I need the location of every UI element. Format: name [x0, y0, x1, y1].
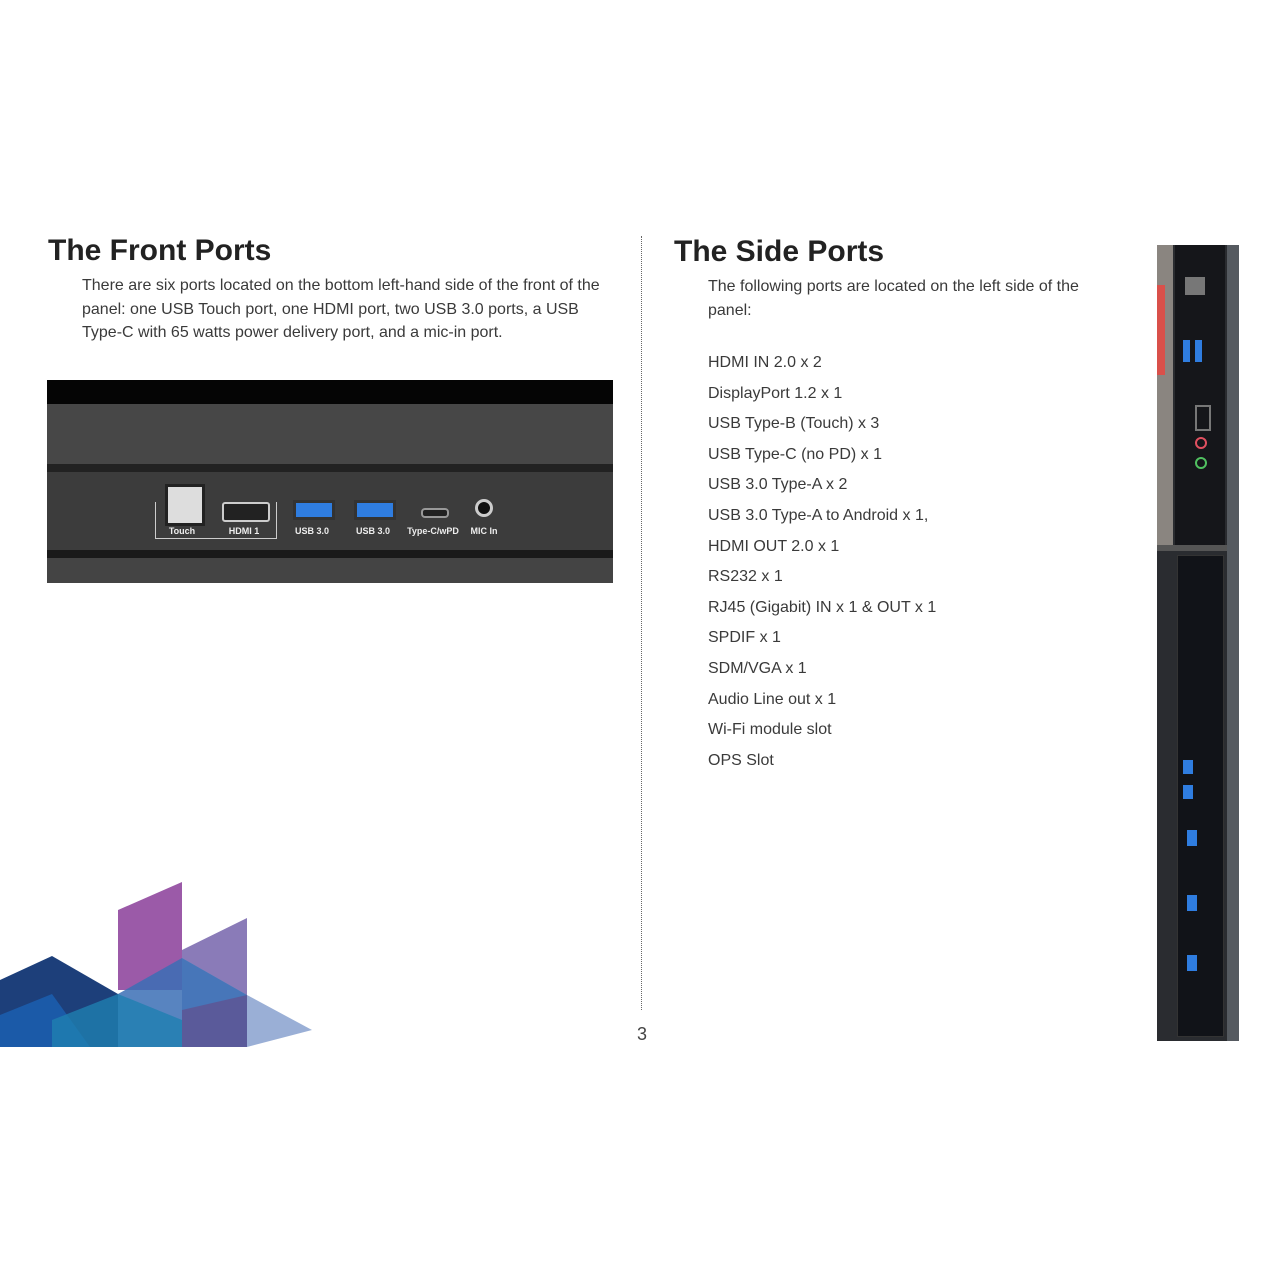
- front-ports-photo: Touch HDMI 1 USB 3.0 USB 3.0 Type-C/wPD …: [47, 380, 613, 583]
- list-item: HDMI OUT 2.0 x 1: [708, 537, 840, 555]
- list-item: USB Type-B (Touch) x 3: [708, 415, 880, 433]
- side-ports-photo: [1157, 245, 1239, 1041]
- list-item: DisplayPort 1.2 x 1: [708, 384, 843, 402]
- decorative-polygons: [0, 882, 312, 1047]
- list-item: OPS Slot: [708, 751, 774, 769]
- list-item: HDMI IN 2.0 x 2: [708, 354, 822, 371]
- front-ports-description: There are six ports located on the botto…: [82, 277, 600, 341]
- hdmi-port-icon: [222, 502, 270, 522]
- usb-touch-port-icon: [165, 484, 205, 526]
- column-divider: [641, 236, 642, 1010]
- port-label: HDMI 1: [228, 526, 260, 536]
- list-item: USB Type-C (no PD) x 1: [708, 445, 882, 463]
- usb-c-port-icon: [421, 508, 449, 518]
- list-item: Wi-Fi module slot: [708, 721, 832, 739]
- port-label: USB 3.0: [294, 526, 329, 536]
- list-item: RS232 x 1: [708, 568, 783, 586]
- side-ports-title: The Side Ports: [674, 235, 885, 268]
- port-label: Type-C/wPD: [407, 526, 459, 536]
- front-ports-title: The Front Ports: [48, 234, 272, 267]
- list-item: SDM/VGA x 1: [708, 659, 807, 677]
- list-item: USB 3.0 Type-A to Android x 1,: [708, 506, 929, 524]
- side-ports-list: HDMI IN 2.0 x 2 DisplayPort 1.2 x 1 USB …: [708, 350, 936, 778]
- list-item: RJ45 (Gigabit) IN x 1 & OUT x 1: [708, 598, 937, 616]
- list-item: USB 3.0 Type-A x 2: [708, 476, 848, 494]
- port-label: MIC In: [470, 526, 498, 536]
- usb3-port-icon: [293, 500, 335, 520]
- page-number: 3: [636, 1024, 647, 1044]
- side-ports-description: The following ports are located on the l…: [708, 278, 1079, 319]
- list-item: Audio Line out x 1: [708, 690, 837, 708]
- usb3-port-icon: [354, 500, 396, 520]
- list-item: SPDIF x 1: [708, 629, 781, 647]
- mic-port-icon: [475, 499, 493, 517]
- port-label: USB 3.0: [355, 526, 390, 536]
- port-label: Touch: [168, 526, 196, 536]
